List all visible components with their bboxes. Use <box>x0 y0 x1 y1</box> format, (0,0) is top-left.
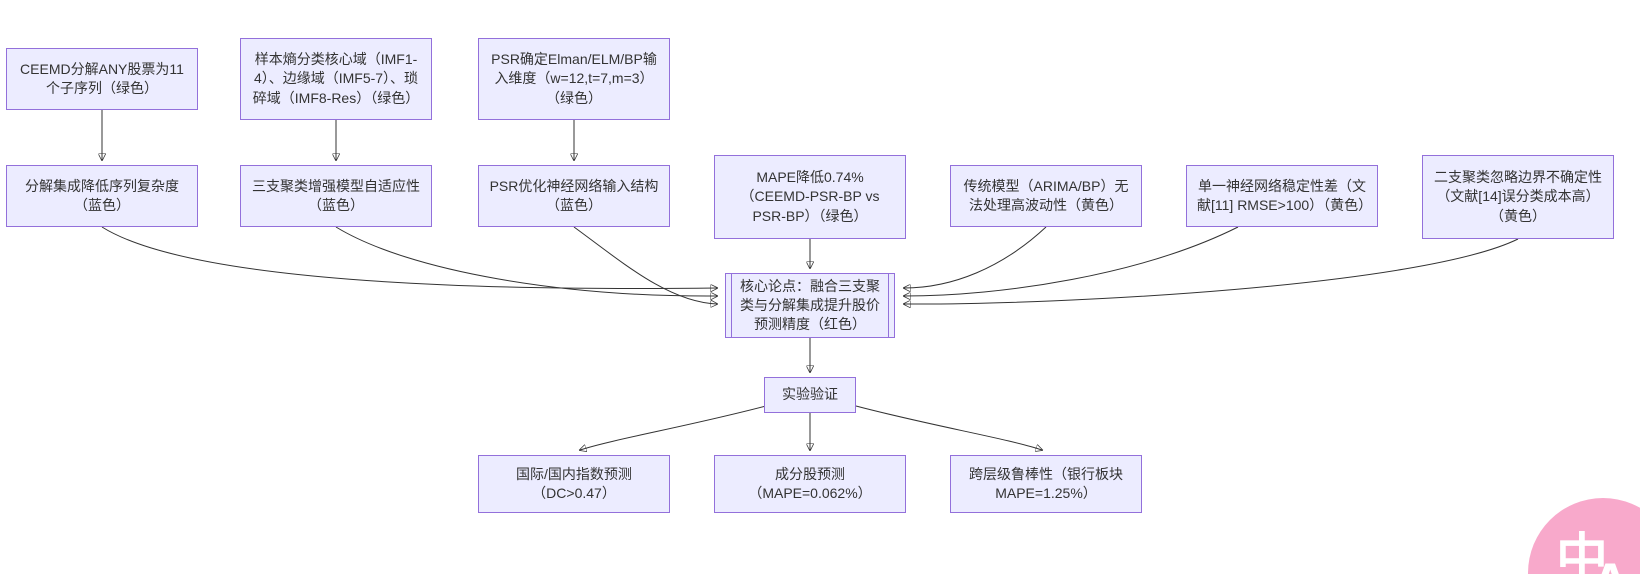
node-label: 二支聚类忽略边界不确定性（文献[14]误分类成本高）（黄色） <box>1434 169 1602 224</box>
node-label: 实验验证 <box>782 386 838 403</box>
edge-singlenn-to-core <box>904 226 1239 296</box>
node-label: 核心论点：融合三支聚类与分解集成提升股价预测精度（红色） <box>740 277 880 333</box>
node-label: 国际/国内指数预测（DC>0.47） <box>516 465 632 501</box>
node-ceemd-decompose: CEEMD分解ANY股票为11个子序列（绿色） <box>6 48 198 110</box>
node-single-nn-instability: 单一神经网络稳定性差（文献[11] RMSE>100）（黄色） <box>1186 165 1378 227</box>
node-two-way-clustering: 二支聚类忽略边界不确定性（文献[14]误分类成本高）（黄色） <box>1422 155 1614 239</box>
node-label: MAPE降低0.74%（CEEMD-PSR-BP vs PSR-BP）（绿色） <box>740 169 880 224</box>
node-label: 三支聚类增强模型自适应性（蓝色） <box>252 177 420 213</box>
node-decomposition-ensemble: 分解集成降低序列复杂度（蓝色） <box>6 165 198 227</box>
edge-validation-to-index <box>580 405 767 450</box>
node-traditional-models: 传统模型（ARIMA/BP）无法处理高波动性（黄色） <box>950 165 1142 227</box>
edge-ensemble-to-core <box>101 226 717 289</box>
node-index-prediction: 国际/国内指数预测（DC>0.47） <box>478 455 670 513</box>
node-label: 成分股预测（MAPE=0.062%） <box>748 465 872 501</box>
node-label: 跨层级鲁棒性（银行板块 MAPE=1.25%） <box>969 465 1123 501</box>
node-psr-optimize: PSR优化神经网络输入结构（蓝色） <box>478 165 670 227</box>
node-label: 单一神经网络稳定性差（文献[11] RMSE>100）（黄色） <box>1197 177 1373 213</box>
edge-psropt-to-core <box>573 226 717 304</box>
node-label: CEEMD分解ANY股票为11个子序列（绿色） <box>20 60 184 96</box>
node-experiment-validation: 实验验证 <box>764 377 856 413</box>
edge-traditional-to-core <box>904 226 1047 288</box>
node-label: 样本熵分类核心域（IMF1-4）、边缘域（IMF5-7）、琐碎域（IMF8-Re… <box>252 51 420 106</box>
translate-badge-button[interactable]: 中 A <box>1528 498 1640 574</box>
node-label: PSR确定Elman/ELM/BP输入维度（w=12,t=7,m=3）（绿色） <box>491 51 657 106</box>
node-cross-level-robustness: 跨层级鲁棒性（银行板块 MAPE=1.25%） <box>950 455 1142 513</box>
node-sample-entropy: 样本熵分类核心域（IMF1-4）、边缘域（IMF5-7）、琐碎域（IMF8-Re… <box>240 38 432 120</box>
node-constituent-prediction: 成分股预测（MAPE=0.062%） <box>714 455 906 513</box>
node-psr-input-dimension: PSR确定Elman/ELM/BP输入维度（w=12,t=7,m=3）（绿色） <box>478 38 670 120</box>
edge-validation-to-robustness <box>855 405 1042 450</box>
node-three-way-clustering: 三支聚类增强模型自适应性（蓝色） <box>240 165 432 227</box>
translate-latin-glyph: A <box>1590 550 1630 574</box>
translate-chinese-glyph: 中 <box>1556 530 1609 574</box>
edge-clustering-to-core <box>335 226 717 296</box>
node-label: 分解集成降低序列复杂度（蓝色） <box>25 177 179 213</box>
edge-twoway-to-core <box>904 238 1519 304</box>
node-core-thesis: 核心论点：融合三支聚类与分解集成提升股价预测精度（红色） <box>725 273 895 338</box>
node-mape-reduction: MAPE降低0.74%（CEEMD-PSR-BP vs PSR-BP）（绿色） <box>714 155 906 239</box>
node-label: PSR优化神经网络输入结构（蓝色） <box>489 177 659 213</box>
node-label: 传统模型（ARIMA/BP）无法处理高波动性（黄色） <box>963 177 1129 213</box>
